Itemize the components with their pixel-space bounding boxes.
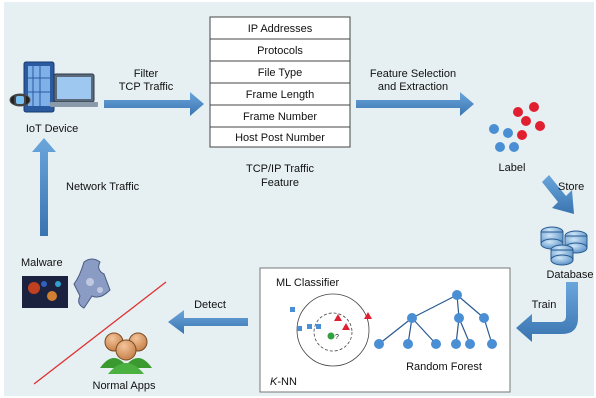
malware-icon <box>22 258 111 309</box>
feature-selection-label-line1: Feature Selection <box>370 68 456 80</box>
iot-device-label: IoT Device <box>26 123 78 135</box>
malware-strike-line <box>33 281 167 385</box>
network-traffic-arrow <box>32 138 56 236</box>
label-cluster <box>489 102 545 152</box>
database-label: Database <box>546 269 593 281</box>
feature-row: File Type <box>258 67 302 79</box>
svg-text:?: ? <box>335 334 339 341</box>
feature-row: Frame Length <box>246 89 314 101</box>
feature-caption-line1: TCP/IP Traffic <box>246 163 315 175</box>
normal-apps-label: Normal Apps <box>93 380 156 392</box>
detect-label: Detect <box>194 299 226 311</box>
malware-label: Malware <box>21 257 63 269</box>
train-arrow <box>516 282 578 342</box>
feature-row: IP Addresses <box>248 23 313 35</box>
classifier-title: ML Classifier <box>276 277 339 289</box>
filter-label-line2: TCP Traffic <box>119 81 174 93</box>
feature-table: IP Addresses Protocols File Type Frame L… <box>209 16 351 148</box>
feature-row: Host Post Number <box>235 132 325 144</box>
feature-selection-label-line2: and Extraction <box>378 81 448 93</box>
detect-arrow <box>168 310 248 334</box>
knn-illustration: ? <box>290 293 372 367</box>
feature-row: Protocols <box>257 45 303 57</box>
users-icon <box>100 332 152 374</box>
feature-arrow <box>356 92 474 116</box>
database-icon <box>540 226 588 266</box>
filter-label-line1: Filter <box>134 68 159 80</box>
train-label: Train <box>532 299 557 311</box>
random-forest-label: Random Forest <box>406 361 482 373</box>
store-arrow <box>542 175 574 214</box>
random-forest-tree <box>374 290 497 349</box>
filter-arrow <box>104 92 204 116</box>
store-label: Store <box>558 181 584 193</box>
knn-label: K-NN <box>270 376 297 388</box>
feature-row: Frame Number <box>243 111 317 123</box>
label-text: Label <box>499 162 526 174</box>
feature-caption-line2: Feature <box>261 177 299 189</box>
network-traffic-label: Network Traffic <box>66 181 140 193</box>
iot-devices-icon <box>9 61 98 113</box>
